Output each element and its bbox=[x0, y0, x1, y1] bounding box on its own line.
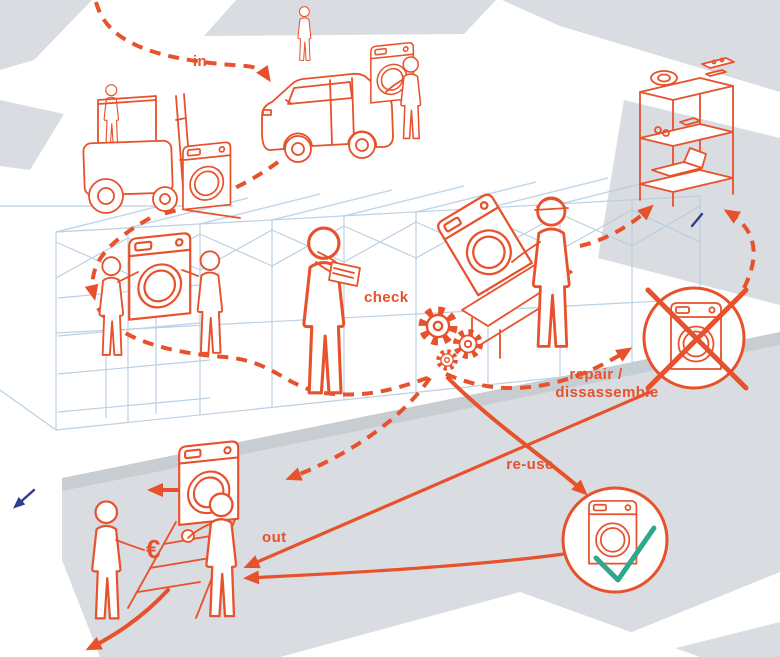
label-in: in bbox=[193, 53, 207, 70]
forklift-rear-hub bbox=[97, 187, 115, 205]
platform-rim bbox=[62, 332, 780, 491]
forklift-front-wheel bbox=[152, 186, 178, 212]
person-checker bbox=[302, 226, 346, 395]
block-top-right bbox=[502, 0, 780, 92]
washer-approved bbox=[588, 500, 638, 565]
clipboard-lines bbox=[332, 267, 355, 279]
forklift-front-hub bbox=[159, 193, 171, 205]
carrier-arms bbox=[117, 269, 199, 283]
arrow-into-warehouse bbox=[84, 216, 152, 301]
delivery-van-illustration bbox=[261, 72, 394, 163]
platform-cut-2 bbox=[600, 572, 780, 657]
shelf-bottom bbox=[639, 169, 734, 193]
x-mark bbox=[645, 287, 749, 391]
forklift-illustration bbox=[82, 84, 241, 219]
repair-circle-group bbox=[642, 286, 749, 391]
arrow-to-reuse bbox=[446, 376, 588, 496]
carrier-left bbox=[98, 256, 125, 356]
shelf-small-parts bbox=[679, 69, 727, 126]
gear-large bbox=[422, 310, 453, 341]
block-mid-left bbox=[0, 100, 64, 170]
dolly-wheel bbox=[181, 529, 195, 543]
arrow-reuse-to-out bbox=[243, 552, 566, 585]
washer-on-forklift bbox=[182, 140, 232, 211]
block-right-slab bbox=[598, 100, 780, 305]
shelf-panel-knob-1 bbox=[711, 59, 717, 65]
label-check: check bbox=[364, 289, 409, 306]
arrow-warehouse-flow bbox=[96, 306, 431, 397]
arrow-tester-to-shelf bbox=[579, 204, 654, 248]
gear-small bbox=[438, 351, 455, 368]
forklift-driver bbox=[103, 84, 120, 145]
block-top-left bbox=[0, 0, 92, 70]
check-mark bbox=[593, 525, 657, 583]
parts-shelf-illustration bbox=[639, 57, 735, 207]
block-top-center bbox=[204, 0, 496, 36]
tester-cap bbox=[534, 198, 569, 211]
shelf-drum-part bbox=[650, 70, 678, 86]
van-headlight bbox=[262, 109, 272, 116]
forklift-guard bbox=[97, 95, 157, 151]
shelf-top bbox=[639, 77, 734, 101]
wireframe-roof-diagonals bbox=[55, 173, 681, 233]
navy-tick-right bbox=[690, 212, 704, 228]
tester-illustration bbox=[511, 196, 571, 348]
person-tester bbox=[531, 196, 571, 348]
van-door-seams bbox=[285, 77, 355, 145]
euro-symbol: € bbox=[146, 534, 160, 564]
pusher-arm bbox=[187, 523, 211, 539]
platform-cut-1 bbox=[280, 592, 700, 657]
buyer-arm bbox=[115, 539, 145, 551]
loader-arm bbox=[385, 79, 403, 93]
washer-carried-pair bbox=[128, 231, 192, 321]
shelf-panel-part bbox=[701, 57, 735, 69]
shelf-panel-knob-2 bbox=[719, 57, 725, 63]
loader-with-washer bbox=[370, 41, 422, 140]
label-out: out bbox=[262, 529, 287, 546]
arrow-to-repair bbox=[445, 347, 633, 391]
shelf-bolt-1 bbox=[654, 126, 662, 134]
carrier-right bbox=[196, 250, 224, 354]
arrow-in bbox=[94, 1, 271, 83]
arrow-repair-to-shelf bbox=[723, 209, 756, 289]
shelf-box bbox=[651, 147, 707, 177]
van-front-hub bbox=[291, 142, 305, 156]
tester-arm bbox=[511, 241, 541, 263]
van-front-wheel bbox=[284, 135, 312, 163]
gear-medium bbox=[456, 332, 480, 356]
van-rear-hub bbox=[355, 138, 369, 152]
checker-illustration bbox=[302, 226, 361, 395]
navy-marks bbox=[13, 212, 704, 509]
shelf-bolt-2 bbox=[662, 129, 670, 137]
carriers-illustration bbox=[98, 231, 224, 356]
arrow-to-out bbox=[285, 376, 432, 481]
shelf-middle bbox=[639, 123, 734, 147]
label-reuse: re-use bbox=[506, 456, 553, 473]
out-scene-illustration bbox=[91, 439, 240, 620]
navy-arrow-left bbox=[13, 488, 36, 509]
arrow-out-exit bbox=[85, 588, 170, 651]
shelf-drum-inner bbox=[657, 73, 671, 83]
solid-flow-arrows bbox=[85, 376, 652, 651]
label-repair-line1: repair / bbox=[569, 366, 623, 383]
arrow-repair-to-out bbox=[243, 390, 652, 569]
arrow-car-to-forklift bbox=[161, 160, 280, 216]
label-repair-line2: dissassemble bbox=[555, 384, 658, 401]
reuse-circle-group bbox=[561, 486, 669, 594]
forklift-rear-wheel bbox=[88, 178, 124, 214]
labels: in check repair / dissassemble re-use ou… bbox=[146, 53, 658, 564]
dashed-flow-arrows bbox=[84, 1, 756, 481]
van-rear-wheel bbox=[348, 131, 376, 159]
